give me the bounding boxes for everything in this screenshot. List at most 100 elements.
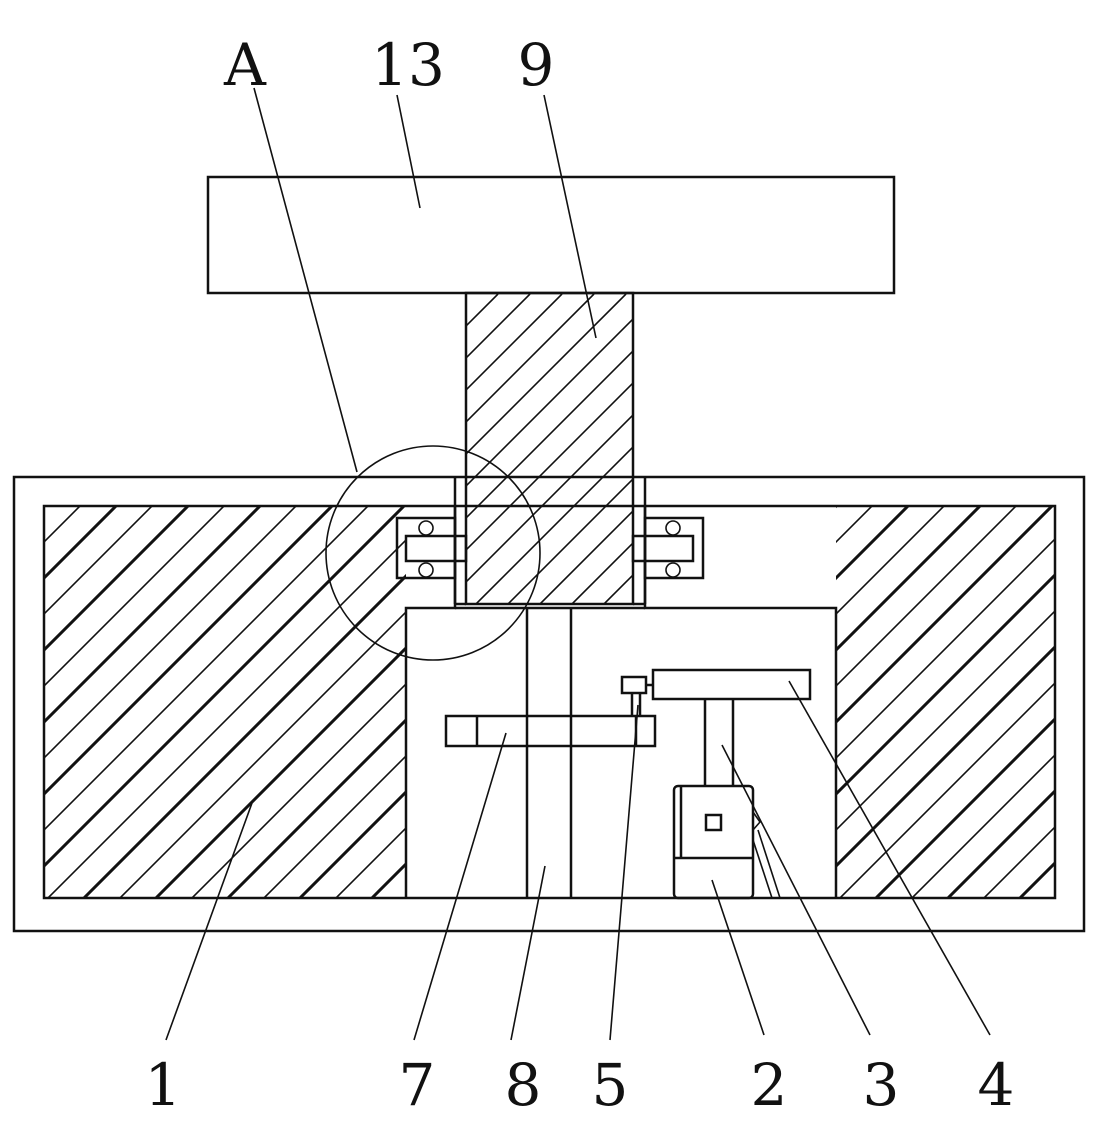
hatch-line (44, 506, 297, 760)
label-9: 9 (518, 31, 555, 99)
motor-tab (752, 811, 762, 831)
arm-body (651, 668, 812, 701)
hatch-line (466, 381, 633, 552)
left-block-rod (404, 534, 468, 563)
hatch-line (44, 506, 153, 616)
hatch-line (44, 506, 334, 797)
hatch-line (154, 645, 406, 898)
base-inner-frame (42, 504, 1057, 900)
column-body (464, 291, 635, 606)
hatch-line (466, 317, 633, 488)
hatch-line (119, 610, 406, 898)
motor-wire-2 (752, 839, 773, 899)
part-labels: A 13 9 1 7 8 5 2 3 4 (145, 31, 1015, 1119)
hatch-line (226, 717, 406, 898)
hatch-line (571, 541, 633, 604)
label-5: 5 (592, 1051, 629, 1119)
hatch-line (191, 682, 406, 898)
drive-arm (646, 668, 812, 701)
leader-3 (721, 744, 871, 1036)
screw-shaft (525, 608, 573, 898)
hatch-line (44, 506, 118, 581)
left-bearing-block (395, 516, 468, 580)
hatch-line (1018, 506, 1055, 898)
label-3: 3 (863, 1051, 900, 1119)
leader-1 (165, 802, 253, 1041)
hatch-line (539, 509, 633, 604)
hatch-line (836, 506, 1055, 898)
label-4: 4 (978, 1051, 1015, 1119)
hatch-line (82, 573, 406, 898)
top-plate (206, 175, 896, 295)
support-column (453, 291, 946, 606)
left-block-outer (395, 516, 457, 580)
right-block-outer (643, 516, 705, 580)
right-bearing-block (631, 516, 705, 580)
hatch-line (946, 506, 1055, 898)
hatch-line (44, 506, 190, 653)
pinion-head (620, 675, 648, 695)
leader-a (253, 87, 358, 473)
hatch-line (466, 413, 633, 584)
hatch-line (836, 506, 1054, 898)
motor-shaft (703, 699, 735, 786)
hatch-line (836, 506, 910, 898)
label-8: 8 (505, 1051, 542, 1119)
column-hatching (466, 294, 946, 604)
hatch-line (839, 506, 1055, 898)
leader-2 (711, 879, 765, 1036)
right-block-rod (631, 534, 695, 563)
left-ball-top-icon (418, 520, 434, 536)
leader-9 (543, 94, 597, 339)
hatch-line (466, 294, 627, 456)
hatch-line (874, 506, 1055, 898)
hatch-line (475, 445, 633, 604)
detail-circle-a (325, 445, 541, 661)
hatch-line (263, 754, 406, 898)
leader-5 (609, 704, 639, 1041)
leader-13 (396, 94, 421, 209)
hatch-line (507, 477, 633, 604)
driven-gear (444, 714, 657, 748)
hatch-line (466, 294, 531, 360)
motor-square (704, 813, 723, 832)
leader-7 (413, 732, 507, 1041)
label-13: 13 (371, 31, 445, 99)
hatch-line (911, 506, 1055, 898)
hatch-line (466, 294, 563, 392)
hatch-line (466, 294, 467, 296)
right-hatching (836, 506, 1099, 898)
label-a: A (223, 31, 267, 99)
hatch-line (836, 506, 982, 898)
hatch-line (335, 826, 406, 898)
hatch-line (836, 506, 1055, 898)
leader-8 (510, 865, 546, 1041)
hatch-line (466, 294, 595, 424)
leader-4 (788, 680, 991, 1036)
leader-lines (165, 87, 991, 1041)
base-housing (12, 475, 1099, 933)
hatch-line (44, 506, 262, 725)
left-hatching (44, 506, 406, 898)
hatch-line (603, 573, 633, 604)
hatch-line (636, 294, 946, 604)
hatch-line (44, 506, 369, 832)
hatch-line (47, 538, 406, 898)
motor (672, 784, 781, 900)
label-7: 7 (399, 1051, 436, 1119)
right-ball-bottom-icon (665, 562, 681, 578)
hatch-line (44, 506, 46, 509)
hatch-line (44, 506, 225, 688)
label-1: 1 (145, 1051, 182, 1119)
hatch-line (1056, 506, 1099, 898)
motor-wire-1 (757, 829, 781, 899)
hatch-line (44, 506, 81, 544)
hatch-line (466, 294, 499, 328)
hatch-line (298, 789, 406, 898)
hatch-line (466, 349, 633, 520)
right-ball-top-icon (665, 520, 681, 536)
left-ball-bottom-icon (418, 562, 434, 578)
gear-body (444, 714, 657, 748)
